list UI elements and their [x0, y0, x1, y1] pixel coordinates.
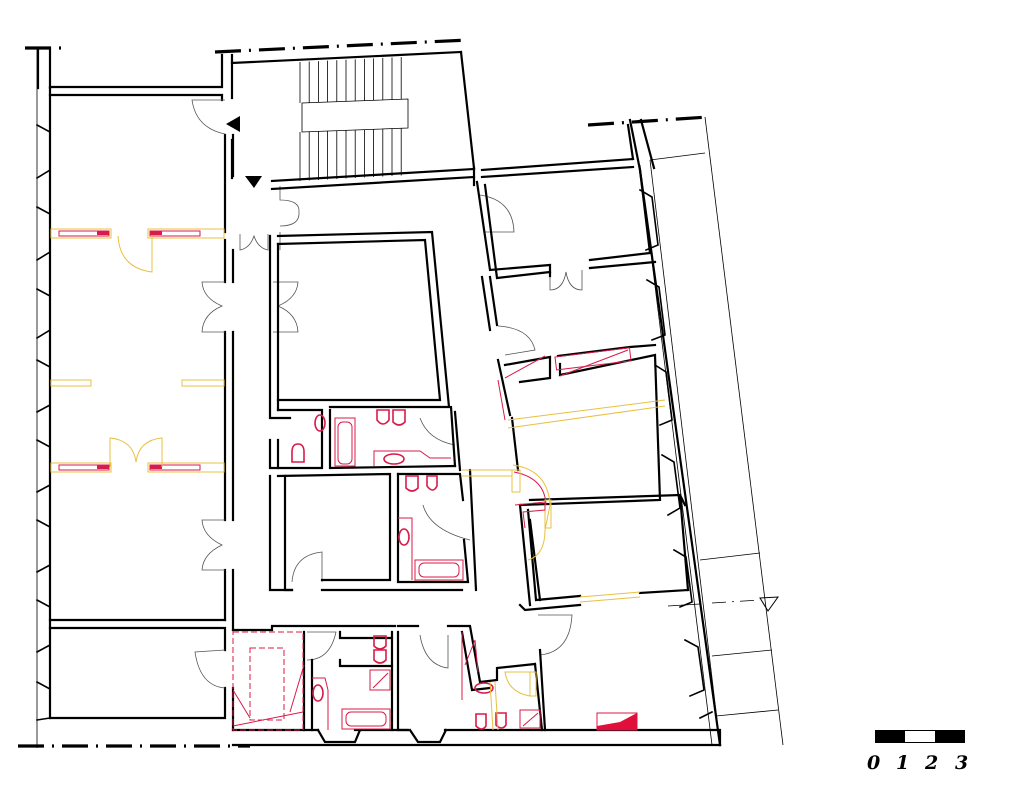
red-filled-element [597, 713, 637, 730]
bathroom-fixtures [291, 409, 464, 581]
bottom-row-walls [231, 624, 722, 747]
right-wing-walls [475, 118, 722, 747]
staircase [299, 57, 402, 181]
stair-core-walls [230, 50, 635, 191]
scale-label-2: 2 [925, 752, 939, 774]
door-swings [191, 99, 583, 669]
right-facade [638, 116, 784, 746]
scale-segment-3 [934, 731, 964, 742]
scale-label-1: 1 [896, 752, 910, 774]
left-wing-walls [48, 53, 235, 732]
stair-landing [301, 98, 409, 133]
left-exterior-wall [35, 46, 52, 748]
scale-label-0: 0 [867, 752, 881, 774]
boundary-dashed-lines [18, 38, 761, 748]
scale-segment-2 [905, 731, 935, 742]
scale-label-3: 3 [955, 752, 969, 774]
bottom-row-fixtures [194, 631, 541, 731]
left-wing-partitions [50, 228, 225, 473]
right-wing-partitions [462, 347, 666, 731]
section-marker-icon [759, 596, 780, 612]
central-block-walls [268, 230, 478, 592]
scale-segment-1 [876, 731, 906, 742]
entrance-arrow-down-icon [245, 176, 262, 188]
scale-bar [875, 730, 965, 743]
entrance-arrow-left-icon [226, 116, 240, 132]
